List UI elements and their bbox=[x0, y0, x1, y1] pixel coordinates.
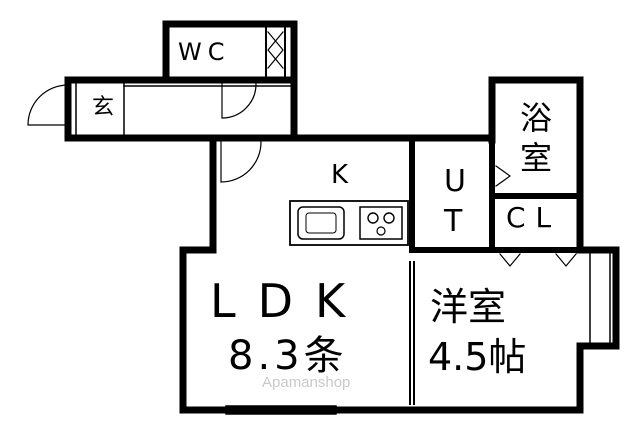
sink bbox=[297, 206, 345, 240]
bath-door bbox=[495, 165, 512, 187]
hall-door bbox=[221, 83, 257, 119]
entrance-door bbox=[27, 84, 69, 126]
ldk-size-label: 8.3条 bbox=[228, 333, 348, 379]
window bbox=[225, 251, 611, 415]
genkan-label: 玄 bbox=[92, 95, 115, 120]
wc-label: WC bbox=[178, 38, 231, 66]
wc-door bbox=[267, 31, 284, 69]
entrance-walls bbox=[64, 76, 298, 142]
closet-label: CL bbox=[506, 201, 562, 234]
ldk-name-label: LDK bbox=[210, 274, 368, 328]
wc-walls bbox=[162, 20, 298, 139]
inner-walls bbox=[409, 137, 583, 253]
closet-doors bbox=[499, 253, 577, 267]
bath-label: 浴 室 bbox=[520, 99, 553, 177]
kitchen-label: K bbox=[331, 160, 349, 190]
outer-walls bbox=[179, 76, 620, 414]
utility-label: U T bbox=[444, 164, 466, 239]
western-room-name-label: 洋室 bbox=[430, 285, 507, 329]
western-room-size-label: 4.5帖 bbox=[428, 335, 527, 379]
stove bbox=[359, 206, 403, 240]
kitchen-door bbox=[220, 141, 262, 183]
kitchen-counter bbox=[289, 200, 409, 246]
watermark: Apamanshop bbox=[262, 374, 351, 391]
